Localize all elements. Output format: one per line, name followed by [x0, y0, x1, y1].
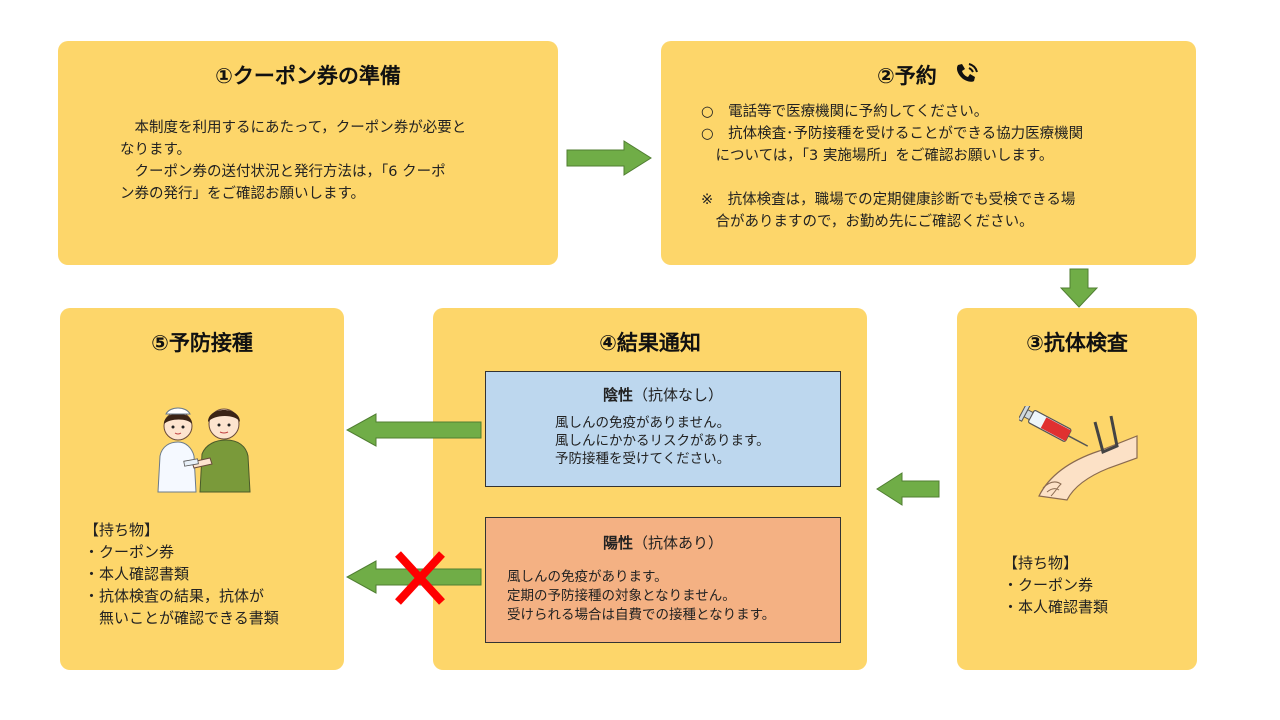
arrow-step1-to-step2 [566, 140, 652, 176]
step5-title: ⑤予防接種 [151, 331, 253, 355]
step2-line: ※ 抗体検査は，職場での定期健康診断でも受検できる場 [701, 192, 1076, 208]
positive-line: 風しんの免疫があります。 [507, 569, 668, 585]
positive-line: 定期の予防接種の対象となりません。 [507, 588, 736, 604]
step3-box: ③抗体検査 【持ち物】 ・クーポン券 ・本人確認書類 [957, 308, 1197, 670]
step5-items: 【持ち物】 ・クーポン券 ・本人確認書類 ・抗体検査の結果，抗体が 無いことが確… [84, 519, 279, 629]
negative-label: 陰性（抗体なし） [486, 384, 840, 405]
negative-text: 風しんの免疫がありません。 風しんにかかるリスクがあります。 予防接種を受けてく… [555, 414, 770, 468]
step2-text: ○ 電話等で医療機関に予約してください。 ○ 抗体検査･予防接種を受けることがで… [701, 101, 1181, 233]
syringe-arm-illustration [1019, 406, 1138, 501]
step2-line: 合がありますので，お勤め先にご確認ください。 [701, 214, 1034, 230]
step2-title: ②予約 [876, 64, 937, 88]
positive-text: 風しんの免疫があります。 定期の予防接種の対象となりません。 受けられる場合は自… [507, 568, 775, 625]
step1-line: クーポン券の送付状況と発行方法は，「6 クーポ [120, 164, 446, 180]
step2-line: ○ 電話等で医療機関に予約してください。 [701, 104, 989, 120]
negative-label-bold: 陰性 [602, 386, 633, 404]
step1-line: ン券の発行」をご確認お願いします。 [120, 186, 366, 202]
negative-result-box: 陰性（抗体なし） 風しんの免疫がありません。 風しんにかかるリスクがあります。 … [485, 371, 841, 487]
negative-line: 風しんの免疫がありません。 [555, 415, 731, 431]
items-header: 【持ち物】 [1003, 554, 1079, 572]
step2-title-row: ②予約 [661, 60, 1196, 90]
arrow-step2-to-step3 [1060, 268, 1098, 308]
step5-box: ⑤予防接種 【持ち物】 ・クーポン券 ・本人確認書類 ・抗体検査の結果，抗体が … [60, 308, 344, 670]
positive-result-box: 陽性（抗体あり） 風しんの免疫があります。 定期の予防接種の対象となりません。 … [485, 517, 841, 643]
step3-title: ③抗体検査 [1026, 331, 1128, 355]
list-item: ・クーポン券 [1003, 576, 1094, 594]
step2-line: については，「3 実施場所」をご確認お願いします。 [701, 148, 1054, 164]
cross-mark-icon [395, 551, 445, 605]
list-item: ・クーポン券 [84, 543, 175, 561]
step3-items: 【持ち物】 ・クーポン券 ・本人確認書類 [1003, 552, 1108, 618]
step4-box: ④結果通知 陰性（抗体なし） 風しんの免疫がありません。 風しんにかかるリスクが… [433, 308, 867, 670]
items-header: 【持ち物】 [84, 521, 160, 539]
step2-box: ②予約 ○ 電話等で医療機関に予約してください。 ○ 抗体検査･予防接種を受ける… [661, 41, 1196, 265]
arrow-step3-to-step4 [876, 472, 940, 506]
positive-label-rest: （抗体あり） [633, 534, 724, 552]
step1-title: ①クーポン券の準備 [215, 64, 401, 88]
negative-line: 予防接種を受けてください。 [555, 451, 731, 467]
negative-label-rest: （抗体なし） [633, 386, 724, 404]
step2-line [701, 167, 1181, 189]
step1-text: 本制度を利用するにあたって，クーポン券が必要と なります。 クーポン券の送付状況… [120, 117, 550, 205]
positive-line: 受けられる場合は自費での接種となります。 [507, 607, 776, 623]
phone-icon [957, 63, 979, 82]
step2-line: ○ 抗体検査･予防接種を受けることができる協力医療機関 [701, 126, 1084, 142]
arrow-negative-to-step5 [346, 413, 482, 447]
list-item: ・本人確認書類 [84, 565, 190, 583]
positive-label-bold: 陽性 [602, 534, 633, 552]
list-item: ・抗体検査の結果，抗体が [84, 587, 265, 605]
list-item: ・本人確認書類 [1003, 598, 1109, 616]
list-item: 無いことが確認できる書類 [84, 609, 279, 627]
negative-line: 風しんにかかるリスクがあります。 [555, 433, 770, 449]
step1-line: 本制度を利用するにあたって，クーポン券が必要と [120, 120, 467, 136]
step1-line: なります。 [120, 142, 192, 158]
step4-title: ④結果通知 [599, 331, 701, 355]
step1-box: ①クーポン券の準備 本制度を利用するにあたって，クーポン券が必要と なります。 … [58, 41, 558, 265]
vaccination-illustration [157, 407, 251, 493]
positive-label: 陽性（抗体あり） [486, 532, 840, 553]
